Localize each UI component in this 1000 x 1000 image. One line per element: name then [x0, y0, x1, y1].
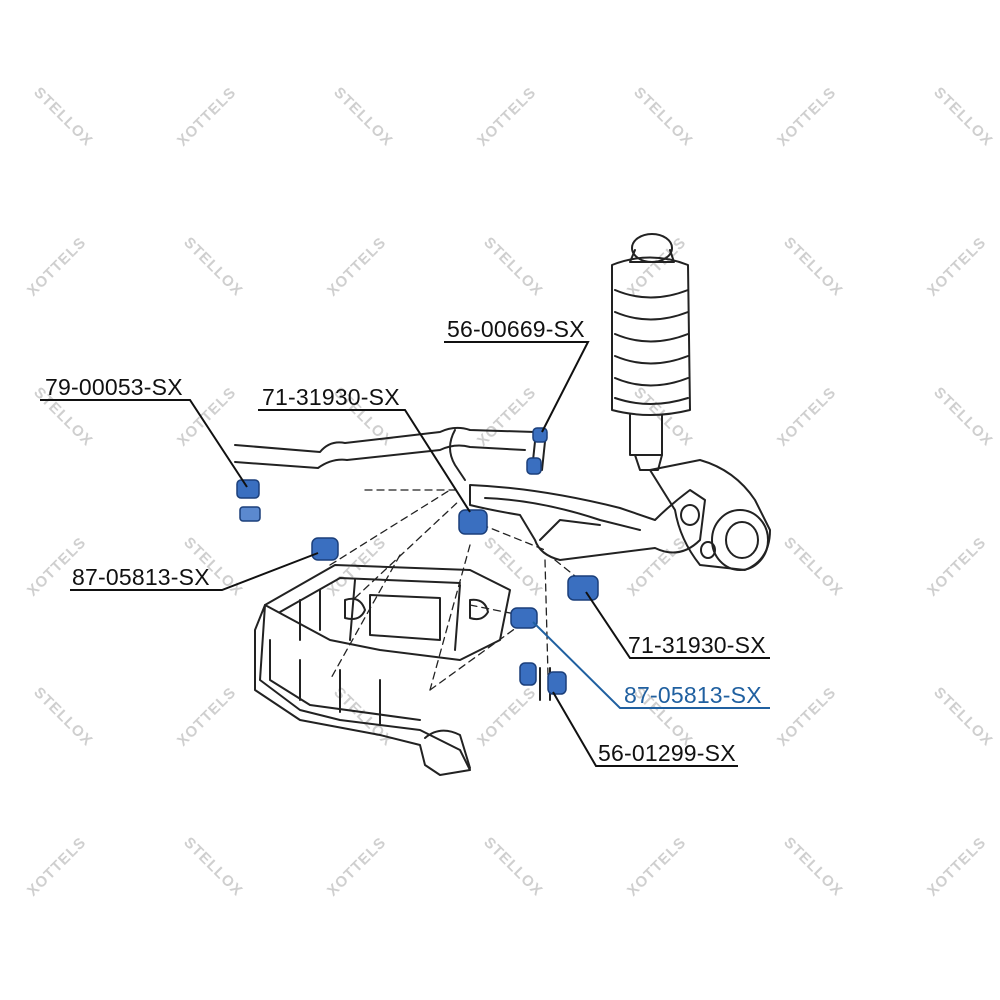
leader-p5 — [585, 591, 770, 659]
shock-absorber — [611, 233, 691, 471]
leader-p4 — [70, 552, 319, 591]
subframe — [254, 564, 511, 776]
bushing-87-05813-left — [311, 537, 339, 561]
bushing-87-05813-right — [510, 607, 538, 629]
bushing-71-31930-lower — [567, 575, 599, 601]
part-label-56-00669[interactable]: 56-00669-SX — [447, 316, 585, 342]
link-56-00669 — [526, 427, 548, 475]
control-arm — [469, 484, 706, 561]
leader-p3 — [444, 341, 590, 433]
part-label-56-01299[interactable]: 56-01299-SX — [598, 740, 736, 766]
part-label-79-00053[interactable]: 79-00053-SX — [45, 374, 183, 400]
wheel-hub — [649, 459, 771, 571]
leader-p1 — [40, 399, 248, 488]
part-label-87-05813-left[interactable]: 87-05813-SX — [72, 564, 210, 590]
part-label-71-31930-upper[interactable]: 71-31930-SX — [262, 384, 400, 410]
bushing-79-00053 — [236, 479, 261, 522]
leader-p7 — [552, 691, 738, 767]
leader-p2 — [258, 409, 471, 513]
part-label-87-05813-highlighted[interactable]: 87-05813-SX — [624, 682, 762, 708]
link-56-01299 — [519, 662, 567, 695]
leader-p6 — [532, 621, 770, 709]
part-label-71-31930-lower[interactable]: 71-31930-SX — [628, 632, 766, 658]
bushing-71-31930-upper — [458, 509, 488, 535]
stabilizer-bar — [234, 426, 536, 453]
